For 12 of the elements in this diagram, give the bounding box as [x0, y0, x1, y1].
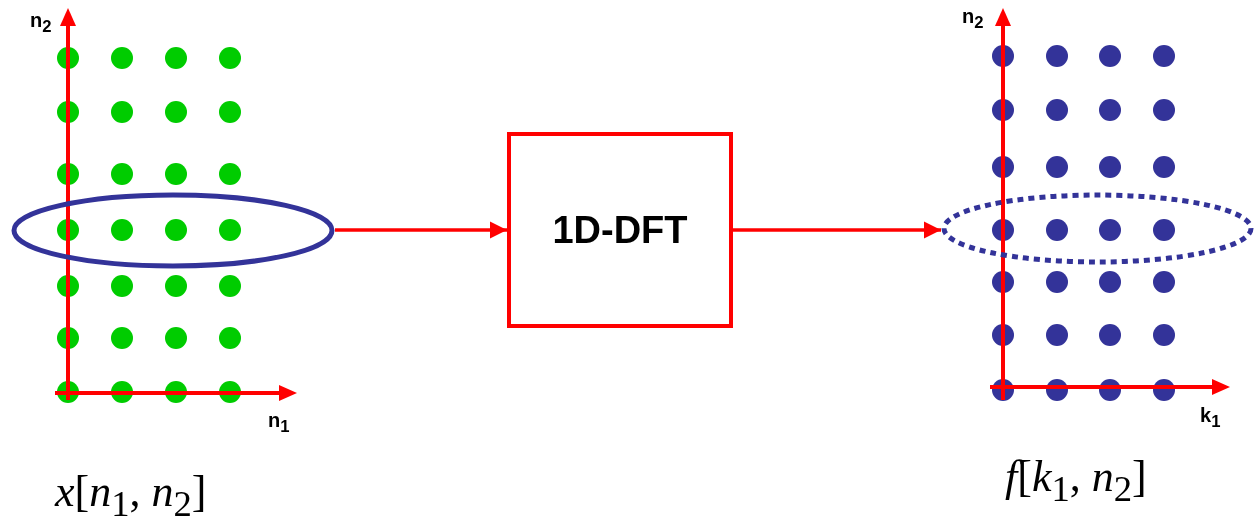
arrow — [733, 221, 941, 239]
axis-label: n$_{2}$ — [962, 6, 984, 32]
formula: x[n$_{1}$, n$_{2}$] — [55, 470, 207, 523]
process-box — [507, 132, 733, 328]
dotted-ellipse-outline — [941, 192, 1254, 265]
arrow — [335, 221, 507, 239]
node-label: 1D-DFT — [552, 208, 688, 252]
axis-label: k$_{1}$ — [1200, 405, 1221, 431]
axis-label: n$_{1}$ — [268, 410, 290, 436]
formula: f[k$_{1}$, n$_{2}$] — [1005, 455, 1147, 508]
axis-label: n$_{2}$ — [30, 10, 52, 36]
ellipse-outline — [11, 192, 335, 269]
